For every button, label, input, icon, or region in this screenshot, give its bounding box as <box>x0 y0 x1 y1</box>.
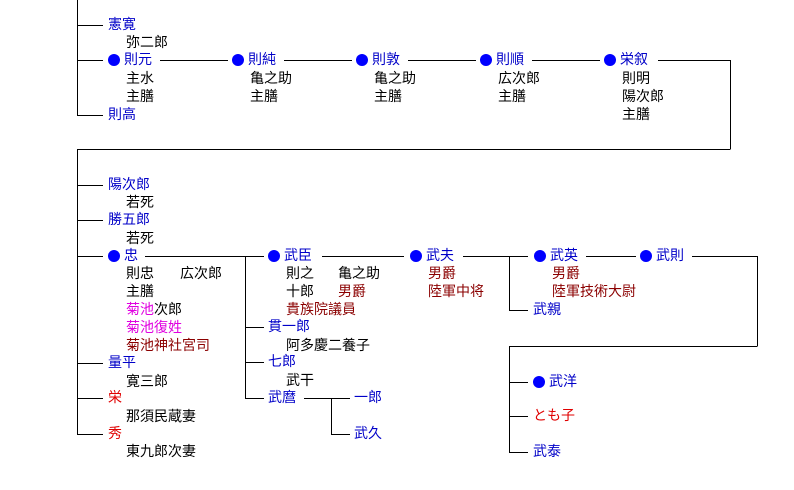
person-norizumi-note-2: 主膳 <box>250 89 278 105</box>
person-ichiro: 一郎 <box>354 390 382 406</box>
lineage-dot-icon <box>268 250 280 262</box>
person-hide: 秀 <box>108 426 122 442</box>
person-tadashi-kikuchi-fukusei: 菊池復姓 <box>126 320 182 336</box>
person-takeyasu: 武泰 <box>533 444 561 460</box>
person-norijun-note-2: 主膳 <box>498 89 526 105</box>
lineage-dot-icon <box>533 376 545 388</box>
person-takeo-rank: 男爵 <box>428 266 456 282</box>
lineage-dot-icon <box>480 54 492 66</box>
person-takeomi-rank: 男爵 <box>338 284 366 300</box>
person-yojiro: 陽次郎 <box>108 177 150 193</box>
person-ryohei-note: 寛三郎 <box>126 374 168 390</box>
person-tadashi-note-2: 主膳 <box>126 284 154 300</box>
person-takenori: 武則 <box>656 248 684 264</box>
lineage-dot-icon <box>356 54 368 66</box>
lineage-dot-icon <box>232 54 244 66</box>
person-kanichiro-note: 阿多慶二養子 <box>286 338 370 354</box>
person-sakae: 栄 <box>108 390 122 406</box>
person-norijun-note-1: 広次郎 <box>498 71 540 87</box>
person-takehisa: 武久 <box>354 426 382 442</box>
person-takeomi-note-a: 則之 <box>286 266 314 282</box>
person-noriatsu: 則敦 <box>372 52 400 68</box>
lineage-dot-icon <box>534 250 546 262</box>
person-tomoko: とも子 <box>533 408 575 424</box>
person-takeomi: 武臣 <box>284 248 312 264</box>
person-takeomi-note-c: 十郎 <box>286 284 314 300</box>
person-eijo-note-3: 主膳 <box>622 107 650 123</box>
person-shogoro: 勝五郎 <box>108 212 150 228</box>
person-eijo-note-1: 則明 <box>622 71 650 87</box>
person-noriatsu-note-2: 主膳 <box>374 89 402 105</box>
person-tadashi-kikuchi: 菊池 <box>126 302 154 318</box>
person-shogoro-note: 若死 <box>126 231 154 247</box>
person-eijo: 栄叙 <box>620 52 648 68</box>
person-takemaro: 武麿 <box>268 390 296 406</box>
person-tadashi-note-1a: 則忠 <box>126 266 154 282</box>
person-kenkan-note: 弥二郎 <box>126 35 168 51</box>
person-norizumi: 則純 <box>248 52 276 68</box>
person-ryohei: 量平 <box>108 355 136 371</box>
person-norizumi-note-1: 亀之助 <box>250 71 292 87</box>
person-tadashi-note-1b: 広次郎 <box>180 266 222 282</box>
lineage-dot-icon <box>604 54 616 66</box>
person-hide-note: 東九郎次妻 <box>126 444 196 460</box>
person-yojiro-note: 若死 <box>126 195 154 211</box>
person-norimoto-note-1: 主水 <box>126 71 154 87</box>
person-takehiro: 武洋 <box>549 374 577 390</box>
person-sakae-note: 那須民蔵妻 <box>126 409 196 425</box>
lineage-dot-icon <box>108 250 120 262</box>
person-norijun: 則順 <box>496 52 524 68</box>
person-takeomi-title: 貴族院議員 <box>286 302 356 318</box>
lineage-dot-icon <box>640 250 652 262</box>
person-norimoto-note-2: 主膳 <box>126 89 154 105</box>
person-shichiro-note: 武干 <box>286 373 314 389</box>
person-noriatsu-note-1: 亀之助 <box>374 71 416 87</box>
person-kenkan: 憲寛 <box>108 17 136 33</box>
person-eijo-note-2: 陽次郎 <box>622 89 664 105</box>
person-takeomi-note-b: 亀之助 <box>338 266 380 282</box>
person-tadashi: 忠 <box>124 248 138 264</box>
person-takefusa: 武英 <box>550 248 578 264</box>
lineage-dot-icon <box>410 250 422 262</box>
person-norimoto: 則元 <box>124 52 152 68</box>
person-takechika: 武親 <box>533 302 561 318</box>
person-takeo: 武夫 <box>426 248 454 264</box>
person-tadashi-jiro: 次郎 <box>154 302 182 318</box>
person-takeo-title: 陸軍中将 <box>428 284 484 300</box>
person-kanichiro: 貫一郎 <box>268 319 310 335</box>
person-takefusa-title: 陸軍技術大尉 <box>552 284 636 300</box>
person-noritaka: 則高 <box>108 107 136 123</box>
person-shichiro: 七郎 <box>268 354 296 370</box>
person-takefusa-rank: 男爵 <box>552 266 580 282</box>
person-tadashi-guji: 菊池神社宮司 <box>126 338 210 354</box>
lineage-dot-icon <box>108 54 120 66</box>
